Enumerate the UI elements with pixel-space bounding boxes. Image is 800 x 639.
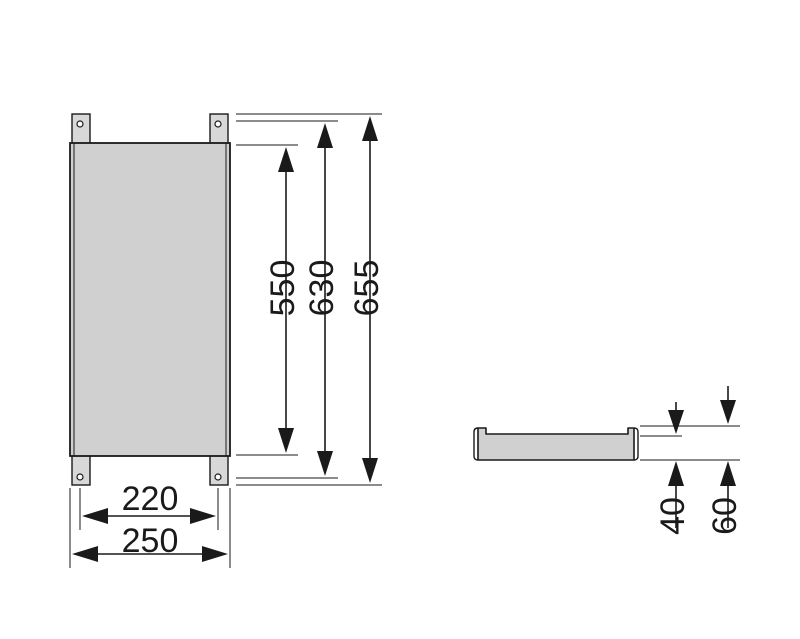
dim-label-655: 655 [348, 260, 386, 317]
side-view: 40 60 [473, 386, 744, 535]
mount-hole-bottom-left [76, 473, 84, 481]
dim-label-60: 60 [706, 497, 744, 535]
panel-body [69, 142, 231, 457]
dim-label-250: 250 [122, 522, 179, 560]
dim-label-40: 40 [654, 497, 692, 535]
bracket-top-left [71, 113, 91, 145]
bracket-bottom-right [209, 454, 229, 486]
mount-hole-top-left [76, 120, 84, 128]
bracket-bottom-left [71, 454, 91, 486]
dim-label-550: 550 [264, 260, 302, 317]
dim-label-630: 630 [303, 260, 341, 317]
dim-label-220: 220 [122, 480, 179, 518]
profile-body [477, 427, 635, 461]
bracket-top-right [209, 113, 229, 145]
front-view: 550 630 655 220 250 [69, 113, 386, 568]
mount-hole-top-right [214, 120, 222, 128]
mount-hole-bottom-right [214, 473, 222, 481]
